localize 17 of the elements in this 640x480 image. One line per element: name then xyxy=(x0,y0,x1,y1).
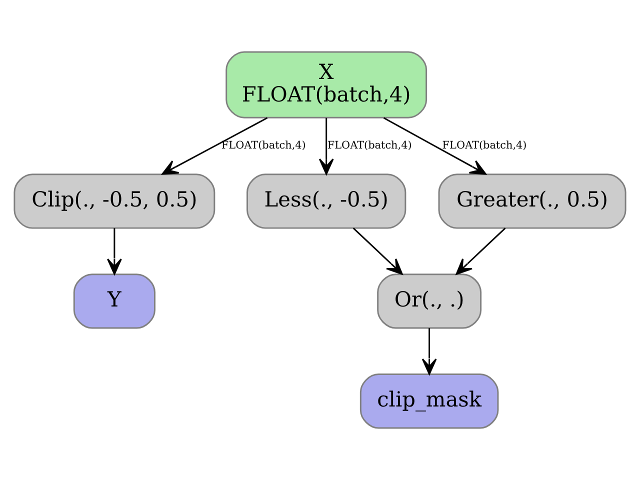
arrow xyxy=(106,228,122,275)
edge-label: FLOAT(batch,4) xyxy=(442,139,527,152)
node-box: Y xyxy=(73,274,156,329)
node-box: Or(., .) xyxy=(377,274,482,329)
arrow xyxy=(422,328,437,375)
edge-label: FLOAT(batch,4) xyxy=(327,139,412,152)
arrow xyxy=(318,118,334,175)
node-box: X FLOAT(batch,4) xyxy=(226,51,428,118)
arrow xyxy=(383,117,486,175)
node-box: clip_mask xyxy=(360,374,499,429)
edge-label: FLOAT(batch,4) xyxy=(221,139,306,152)
arrow xyxy=(352,228,403,275)
arrow xyxy=(456,228,506,275)
node-box: Greater(., 0.5) xyxy=(438,174,626,229)
node-box: Clip(., -0.5, 0.5) xyxy=(14,174,216,229)
arrow xyxy=(162,117,268,175)
node-box: Less(., -0.5) xyxy=(246,174,406,229)
